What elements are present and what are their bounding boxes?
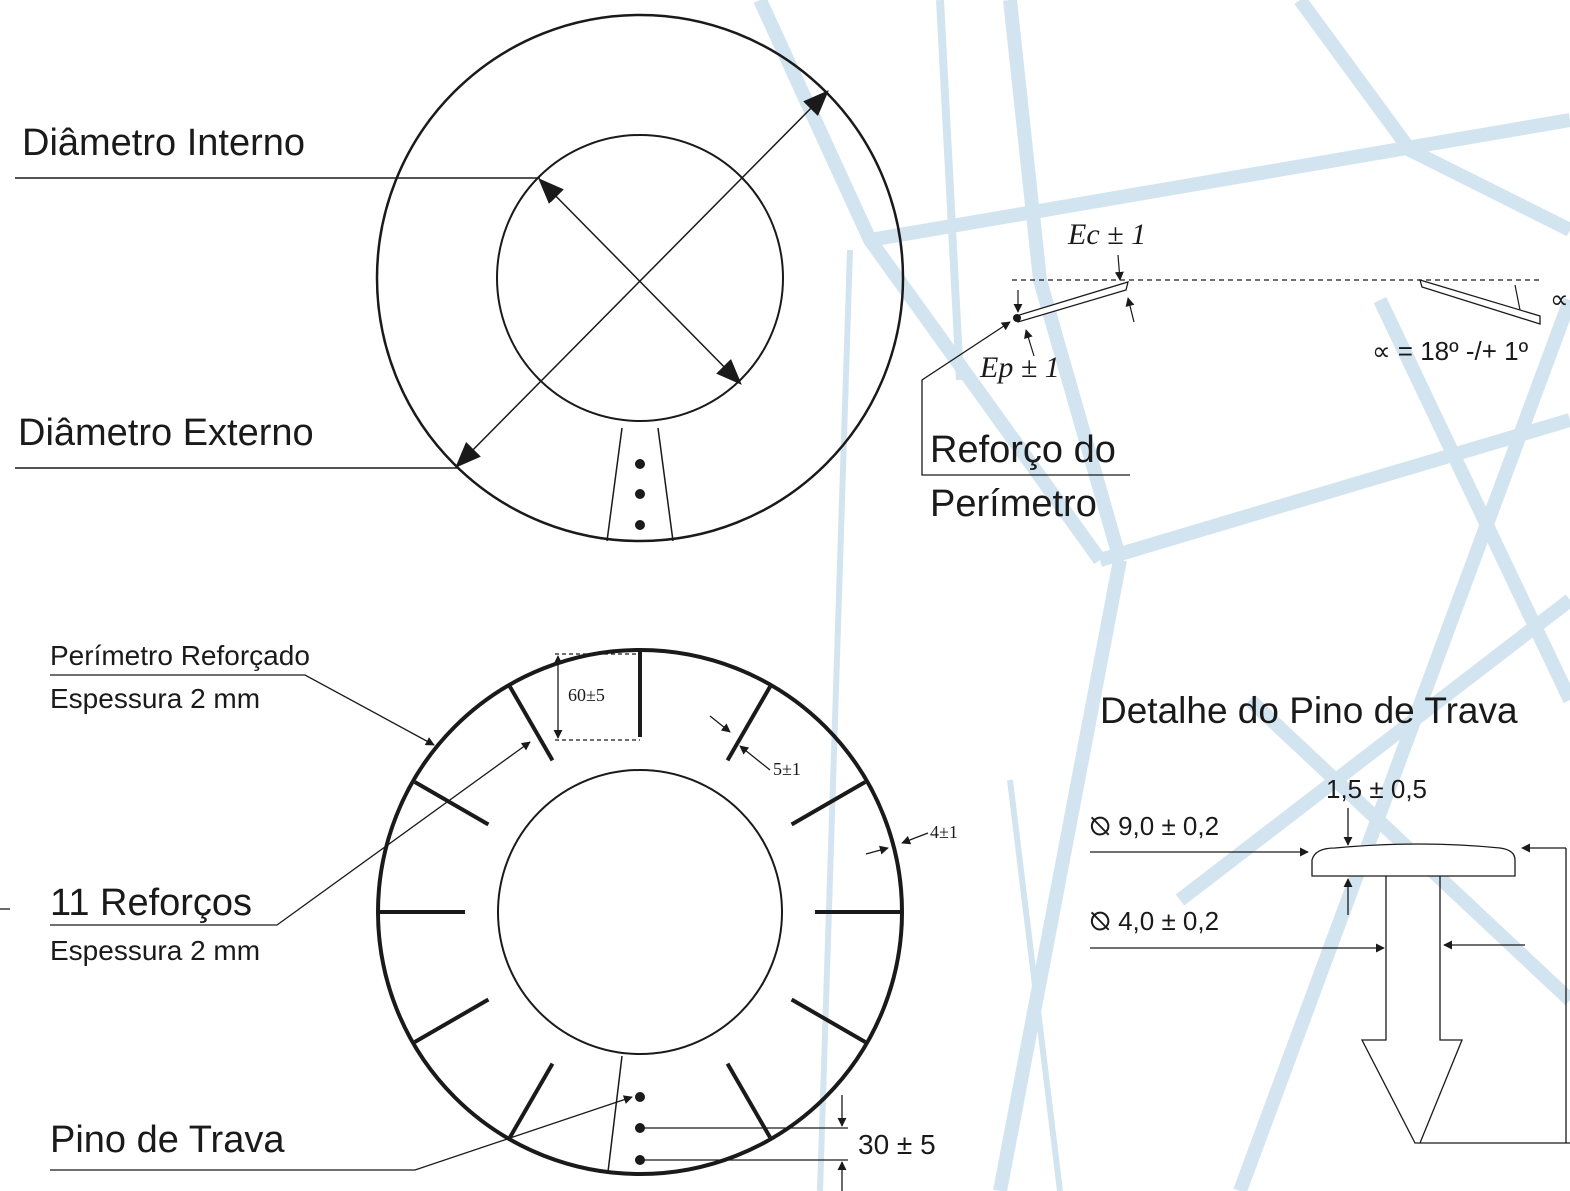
perimeter-reinforcement-leader: [921, 321, 1130, 476]
reinforced-perimeter-label-line2: Espessura 2 mm: [50, 683, 260, 714]
perimeter-reinforcement-label-line1: Reforço do: [930, 429, 1116, 471]
ec-dimension-arrow-bottom: [1125, 297, 1135, 323]
pin-dot: [635, 459, 645, 469]
outer-diameter-label: Diâmetro Externo: [18, 412, 314, 454]
shaft-diameter-label: ⦰ 4,0 ± 0,2: [1090, 906, 1219, 936]
reinforcement-rib: [790, 997, 867, 1044]
perimeter-reinforcement-dot: [1013, 314, 1021, 322]
pin-slot-left-line: [606, 427, 623, 542]
pin-dot: [635, 1092, 645, 1102]
pin-dot: [635, 489, 645, 499]
rib-height-label: 60±5: [568, 685, 605, 705]
reinforced-perimeter-label-line1: Perímetro Reforçado: [50, 640, 310, 671]
lock-pin-label: Pino de Trava: [50, 1119, 285, 1161]
pin-slot-right-line: [657, 427, 674, 542]
rim-width-arrow: [901, 832, 929, 845]
lock-pin-detail: [1090, 808, 1570, 1144]
bottom-view-ring: [0, 648, 929, 1191]
reinforcement-rib: [413, 780, 490, 827]
reinforcement-ribs: [380, 652, 900, 1139]
pin-slot-left-line: [607, 1055, 623, 1173]
top-view-ring: [15, 13, 905, 543]
rim-width-arrow-inner: [865, 845, 889, 855]
rib-width-arrow-outer: [709, 715, 731, 733]
reinforcement-rib: [725, 1062, 772, 1139]
pin-spacing-label: 30 ± 5: [858, 1129, 936, 1160]
rim-width-label: 4±1: [930, 822, 958, 842]
ep-dimension-arrow-bottom: [1024, 329, 1035, 357]
reinforcement-rib: [413, 997, 490, 1044]
pin-shaft-and-tip: [1360, 876, 1570, 1144]
head-diameter-label: ⦰ 9,0 ± 0,2: [1090, 811, 1219, 841]
pin-detail-title: Detalhe do Pino de Trava: [1100, 690, 1518, 731]
angle-arc-line: [1514, 284, 1521, 311]
angle-symbol: ∝: [1550, 284, 1569, 314]
angle-label: ∝ = 18º -/+ 1º: [1372, 336, 1529, 366]
perimeter-reinforcement-label-line2: Perímetro: [930, 483, 1097, 525]
outer-circle: [375, 13, 905, 543]
pin-dot: [635, 520, 645, 530]
head-thickness-label: 1,5 ± 0,5: [1326, 774, 1427, 804]
ec-dimension-arrow-top: [1114, 254, 1124, 281]
ribs-leader: [50, 741, 531, 926]
bottom-inner-circle: [497, 769, 783, 1055]
rib-width-arrow: [739, 745, 771, 771]
ribs-thickness-label: Espessura 2 mm: [50, 935, 260, 966]
ep-tolerance-label: Ep ± 1: [979, 351, 1060, 384]
reinforcement-rib: [508, 1062, 555, 1139]
background-tower-image: [753, 0, 1570, 1191]
cross-section-profile-right: [1419, 279, 1541, 325]
cross-section-profile-left: [1015, 281, 1129, 323]
reinforced-outer-circle: [376, 648, 904, 1176]
reinforced-perimeter-leader: [50, 674, 435, 746]
ribs-label: 11 Reforços: [50, 882, 252, 924]
pin-head: [1311, 843, 1516, 877]
section-view: [921, 254, 1541, 476]
ec-tolerance-label: Ec ± 1: [1067, 218, 1146, 251]
reinforcement-rib: [790, 780, 867, 827]
inner-diameter-label: Diâmetro Interno: [22, 122, 305, 164]
rib-width-label: 5±1: [773, 759, 801, 779]
outer-diameter-dimension: [455, 90, 829, 468]
reinforcement-rib: [508, 685, 555, 762]
reinforcement-rib: [725, 685, 772, 762]
lock-pin-leader: [50, 1095, 633, 1171]
